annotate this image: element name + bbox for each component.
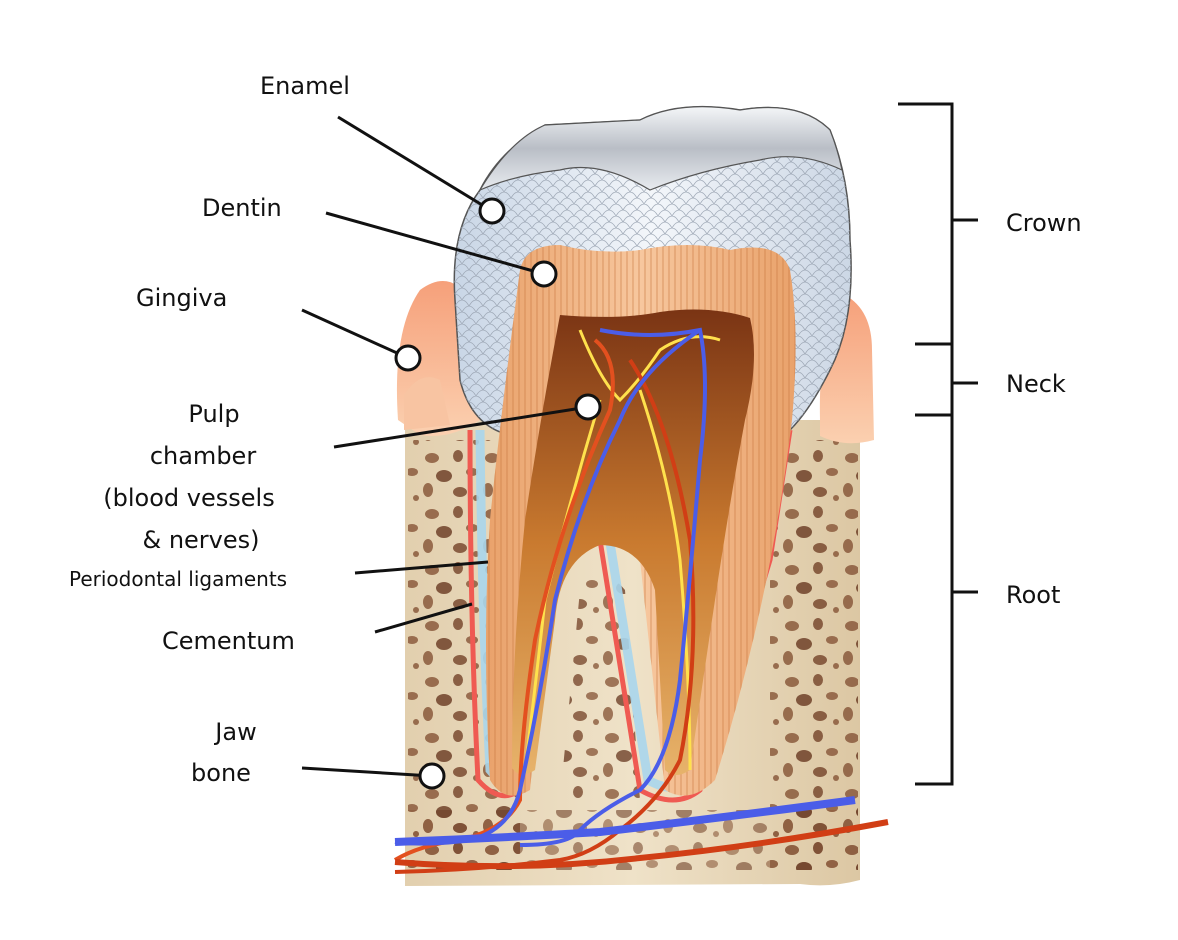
enamel-label: Enamel bbox=[260, 72, 350, 100]
dentin-label: Dentin bbox=[202, 194, 282, 222]
crown-bracket bbox=[898, 102, 954, 346]
gingiva-marker bbox=[394, 344, 422, 372]
jaw-bone-label-line-2: bone bbox=[191, 759, 251, 787]
marker-dots bbox=[394, 197, 602, 790]
crown-label: Crown bbox=[1006, 209, 1082, 237]
pulp-label-line-3: (blood vessels bbox=[103, 484, 275, 512]
leader-lines bbox=[301, 115, 589, 778]
jaw-bone-label-line-1: Jaw bbox=[215, 718, 257, 746]
dentin-marker bbox=[530, 260, 558, 288]
neck-label: Neck bbox=[1006, 370, 1066, 398]
cementum-label: Cementum bbox=[162, 627, 295, 655]
root-label: Root bbox=[1006, 581, 1061, 609]
enamel-marker bbox=[478, 197, 506, 225]
gingiva-label: Gingiva bbox=[136, 284, 228, 312]
root-bracket bbox=[915, 415, 954, 786]
pulp-label-line-1: Pulp bbox=[188, 400, 240, 428]
periodontal-ligaments-label: Periodontal ligaments bbox=[69, 567, 288, 591]
blood-vessels-illustration bbox=[393, 327, 889, 874]
pulp-label-line-4: & nerves) bbox=[142, 526, 260, 554]
neck-bracket bbox=[915, 344, 954, 417]
pulp-label-line-2: chamber bbox=[149, 442, 257, 470]
pulp-marker bbox=[574, 393, 602, 421]
jaw-bone-marker bbox=[418, 762, 446, 790]
region-brackets bbox=[898, 102, 978, 786]
